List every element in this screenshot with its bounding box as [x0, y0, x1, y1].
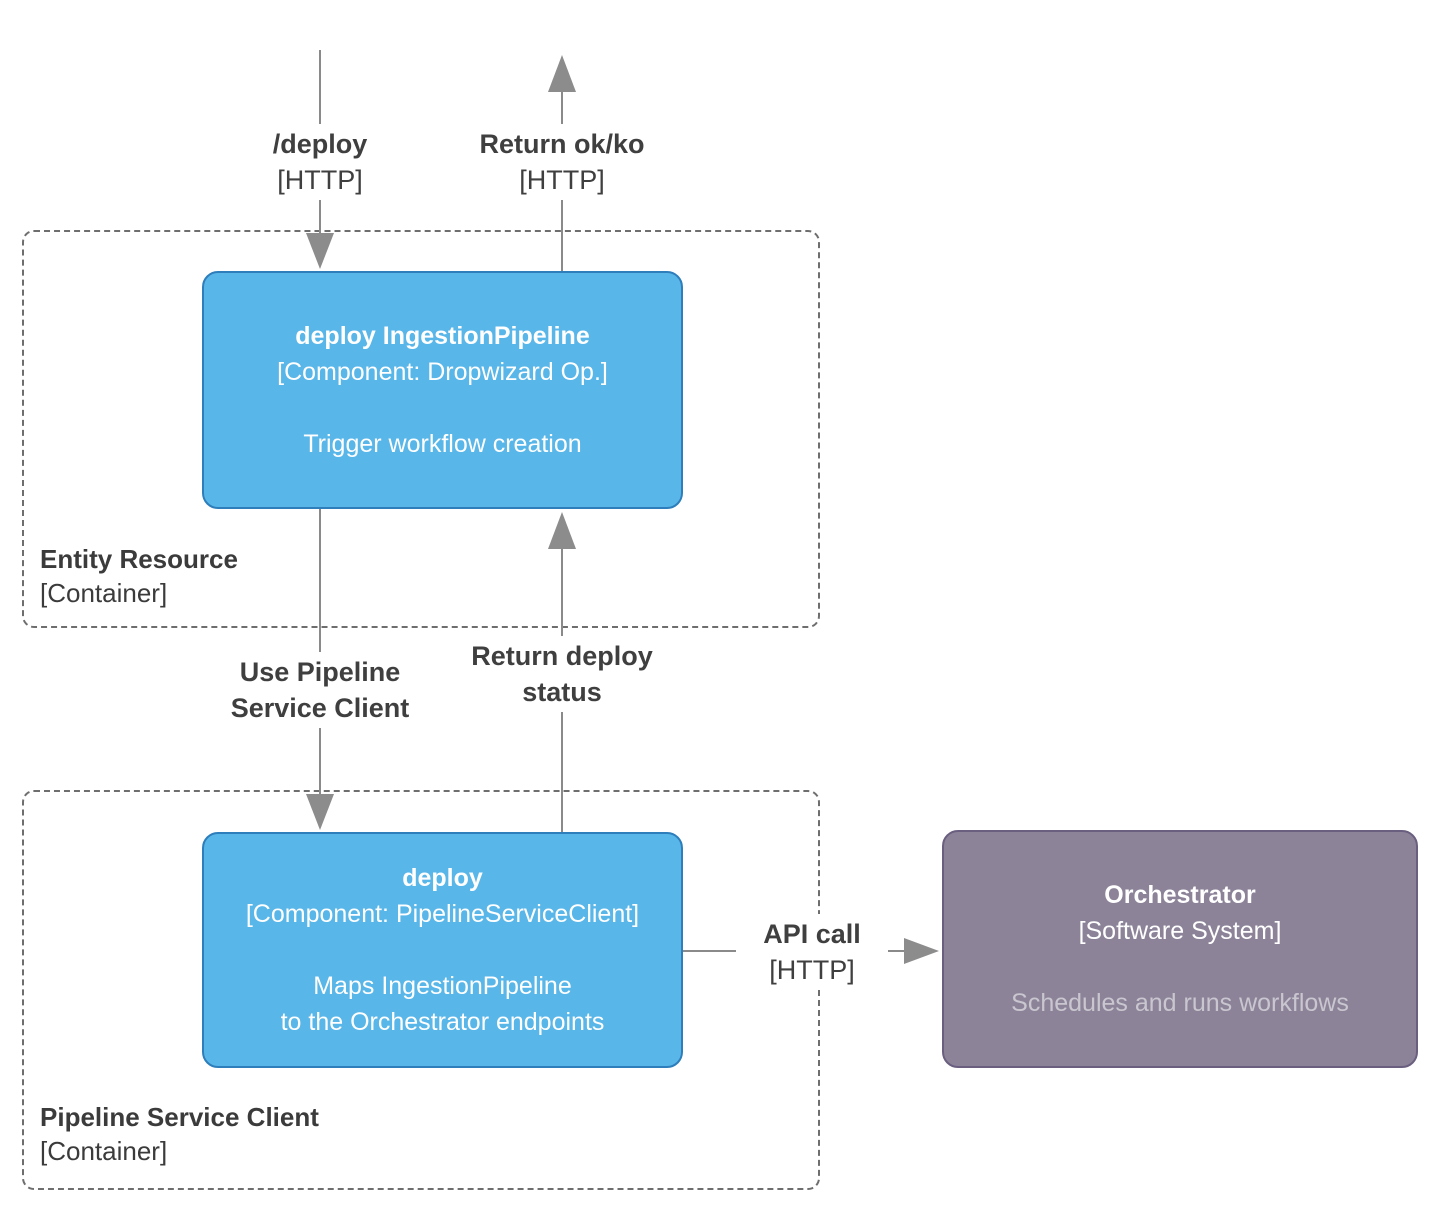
relationship-technology: [HTTP] — [519, 165, 605, 195]
external-system-subtitle: [Software System] — [1078, 917, 1282, 945]
relationship-label-use-pipeline-service-client: Use Pipeline Service Client — [212, 652, 428, 728]
component-title: deploy IngestionPipeline — [295, 322, 590, 350]
boundary-label-pipeline-service-client: Pipeline Service Client [Container] — [40, 1100, 319, 1168]
component-description: Maps IngestionPipeline to the Orchestrat… — [280, 972, 605, 1036]
component-deploy-pipeline-service-client: deploy [Component: PipelineServiceClient… — [202, 832, 683, 1068]
component-subtitle: [Component: Dropwizard Op.] — [277, 358, 608, 386]
component-description: Trigger workflow creation — [303, 430, 582, 458]
relationship-label-api-call: API call [HTTP] — [736, 914, 888, 990]
boundary-name: Entity Resource — [40, 544, 238, 574]
boundary-label-entity-resource: Entity Resource [Container] — [40, 542, 238, 610]
arrowhead-use-client — [306, 794, 334, 830]
relationship-name: API call — [763, 919, 861, 949]
relationship-name: Use Pipeline Service Client — [230, 657, 410, 723]
boundary-type: [Container] — [40, 578, 168, 608]
arrowhead-deploy-in — [306, 233, 334, 269]
external-system-title: Orchestrator — [1104, 881, 1256, 909]
arrowhead-return-okko — [548, 55, 576, 92]
relationship-technology: [HTTP] — [277, 165, 363, 195]
external-system-orchestrator: Orchestrator [Software System] Schedules… — [942, 830, 1418, 1068]
component-deploy-ingestion-pipeline: deploy IngestionPipeline [Component: Dro… — [202, 271, 683, 509]
relationship-name: /deploy — [272, 129, 368, 159]
boundary-pipeline-service-client — [22, 790, 820, 1190]
relationship-label-return-okko: Return ok/ko [HTTP] — [452, 124, 672, 200]
component-subtitle: [Component: PipelineServiceClient] — [245, 900, 640, 928]
boundary-type: [Container] — [40, 1136, 168, 1166]
arrowhead-api-call — [904, 938, 939, 964]
external-system-description: Schedules and runs workflows — [1011, 989, 1349, 1017]
component-title: deploy — [402, 864, 483, 892]
relationship-technology: [HTTP] — [769, 955, 855, 985]
relationship-name: Return ok/ko — [479, 129, 645, 159]
relationship-label-deploy-in: /deploy [HTTP] — [230, 124, 410, 200]
arrowhead-return-status — [548, 512, 576, 549]
relationship-name: Return deploy status — [471, 641, 653, 707]
relationship-label-return-deploy-status: Return deploy status — [462, 636, 662, 712]
boundary-name: Pipeline Service Client — [40, 1102, 319, 1132]
boundary-entity-resource — [22, 230, 820, 628]
